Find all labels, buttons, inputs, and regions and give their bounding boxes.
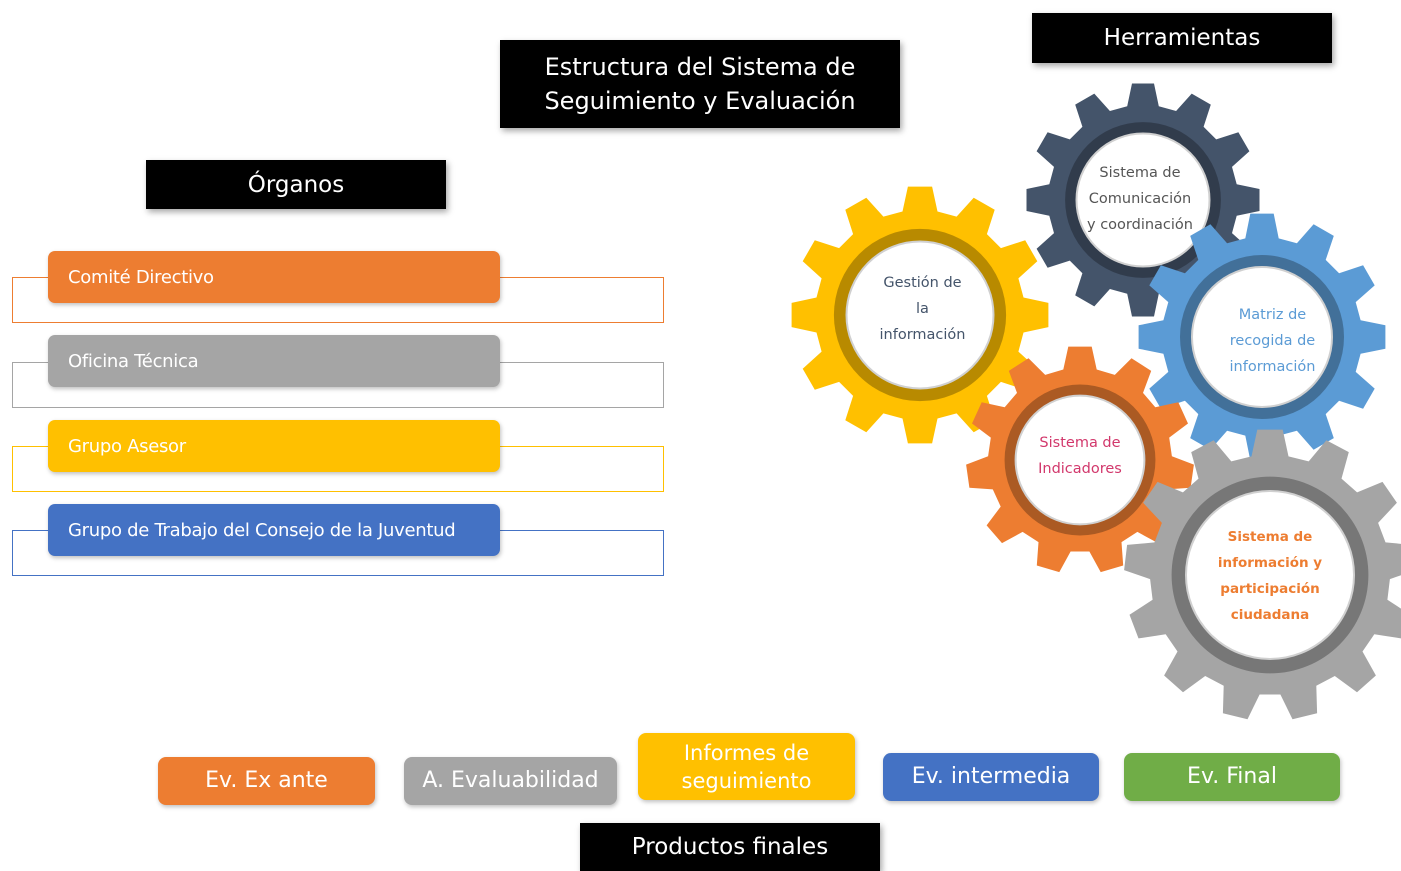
gear-matriz <box>1138 213 1386 461</box>
gear-indicadores <box>966 346 1194 573</box>
organ-grupo-asesor: Grupo Asesor <box>48 420 500 472</box>
gear-participacion <box>1124 429 1401 720</box>
gear-center <box>1191 266 1333 408</box>
gear-label-gestion: Gestión de la información <box>879 275 966 343</box>
gear-center <box>845 240 995 390</box>
gear-label-indicadores: Sistema de Indicadores <box>1038 435 1122 477</box>
organ-oficina-tecnica: Oficina Técnica <box>48 335 500 387</box>
organ-grupo-trabajo: Grupo de Trabajo del Consejo de la Juven… <box>48 504 500 556</box>
producto-evaluabilidad: A. Evaluabilidad <box>404 757 617 805</box>
diagram-title: Estructura del Sistema de Seguimiento y … <box>500 40 900 128</box>
gear-comunicacion <box>1026 83 1260 317</box>
producto-informes-seguimiento: Informes de seguimiento <box>638 733 855 800</box>
gear-label-participacion: Sistema de información y participación c… <box>1217 529 1323 623</box>
producto-ex-ante: Ev. Ex ante <box>158 757 375 805</box>
producto-final: Ev. Final <box>1124 753 1340 801</box>
gear-center <box>1185 490 1355 660</box>
gear-center <box>1014 394 1146 526</box>
herramientas-heading: Herramientas <box>1032 13 1332 63</box>
producto-intermedia: Ev. intermedia <box>883 753 1099 801</box>
gear-center <box>1075 132 1211 268</box>
productos-heading: Productos finales <box>580 823 880 871</box>
organ-comite-directivo: Comité Directivo <box>48 251 500 303</box>
organos-heading: Órganos <box>146 160 446 209</box>
gear-label-comunicacion: Sistema de Comunicación y coordinación <box>1087 165 1193 233</box>
gear-label-matriz: Matriz de recogida de información <box>1229 307 1316 375</box>
gear-gestion <box>791 186 1049 444</box>
